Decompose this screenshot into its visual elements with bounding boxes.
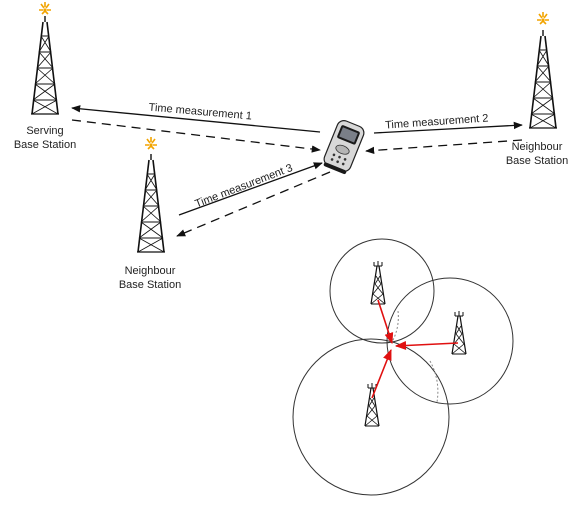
measurement-1-arrow <box>71 105 321 133</box>
time-measurement-1: Time measurement 1 <box>71 102 321 153</box>
position-vector-right <box>394 341 459 350</box>
overlap-arc <box>391 310 399 343</box>
coverage-circle-bottom <box>292 338 450 496</box>
position-vector-top <box>377 299 394 345</box>
time-measurement-3: Time measurement 3 <box>176 162 331 237</box>
lightning-flare-icon <box>38 1 52 15</box>
cell-tower-icon <box>136 153 166 253</box>
overlap-arc <box>429 360 439 403</box>
time-measurement-2: Time measurement 2 <box>365 112 523 155</box>
cell-tower-icon <box>370 260 386 305</box>
lightning-flare-icon <box>144 136 158 150</box>
coverage-circle-top <box>329 238 435 344</box>
cell-tower-icon <box>30 15 60 115</box>
coverage-circle-right <box>386 277 514 405</box>
neighbour-left-label-line1: Neighbour <box>125 265 176 277</box>
cell-tower-icon <box>451 310 467 355</box>
lightning-flare-icon <box>536 11 550 25</box>
serving-label-line1: Serving <box>26 125 63 137</box>
neighbour-base-station-right: Neighbour Base Station <box>506 11 568 167</box>
serving-label-line2: Base Station <box>14 139 76 151</box>
measurement-2-return-arrow <box>365 139 523 155</box>
neighbour-left-label-line2: Base Station <box>119 279 181 291</box>
cell-tower-icon <box>528 29 558 129</box>
measurement-1-label: Time measurement 1 <box>148 102 252 123</box>
neighbour-right-label-line2: Base Station <box>506 155 568 167</box>
measurement-3-label: Time measurement 3 <box>193 162 294 210</box>
neighbour-base-station-left: Neighbour Base Station <box>119 136 181 291</box>
cell-tower-icon <box>364 382 380 427</box>
measurement-3-return-arrow <box>176 171 331 237</box>
neighbour-right-label-line1: Neighbour <box>512 141 563 153</box>
position-vector-bottom <box>371 348 392 399</box>
measurement-2-arrow <box>373 121 523 134</box>
serving-base-station: Serving Base Station <box>14 1 76 151</box>
trilateration-diagram <box>292 238 514 496</box>
measurement-3-arrow <box>178 162 323 216</box>
measurement-2-label: Time measurement 2 <box>385 112 489 131</box>
mobile-phone-icon <box>323 120 365 174</box>
measurement-1-return-arrow <box>71 119 321 153</box>
